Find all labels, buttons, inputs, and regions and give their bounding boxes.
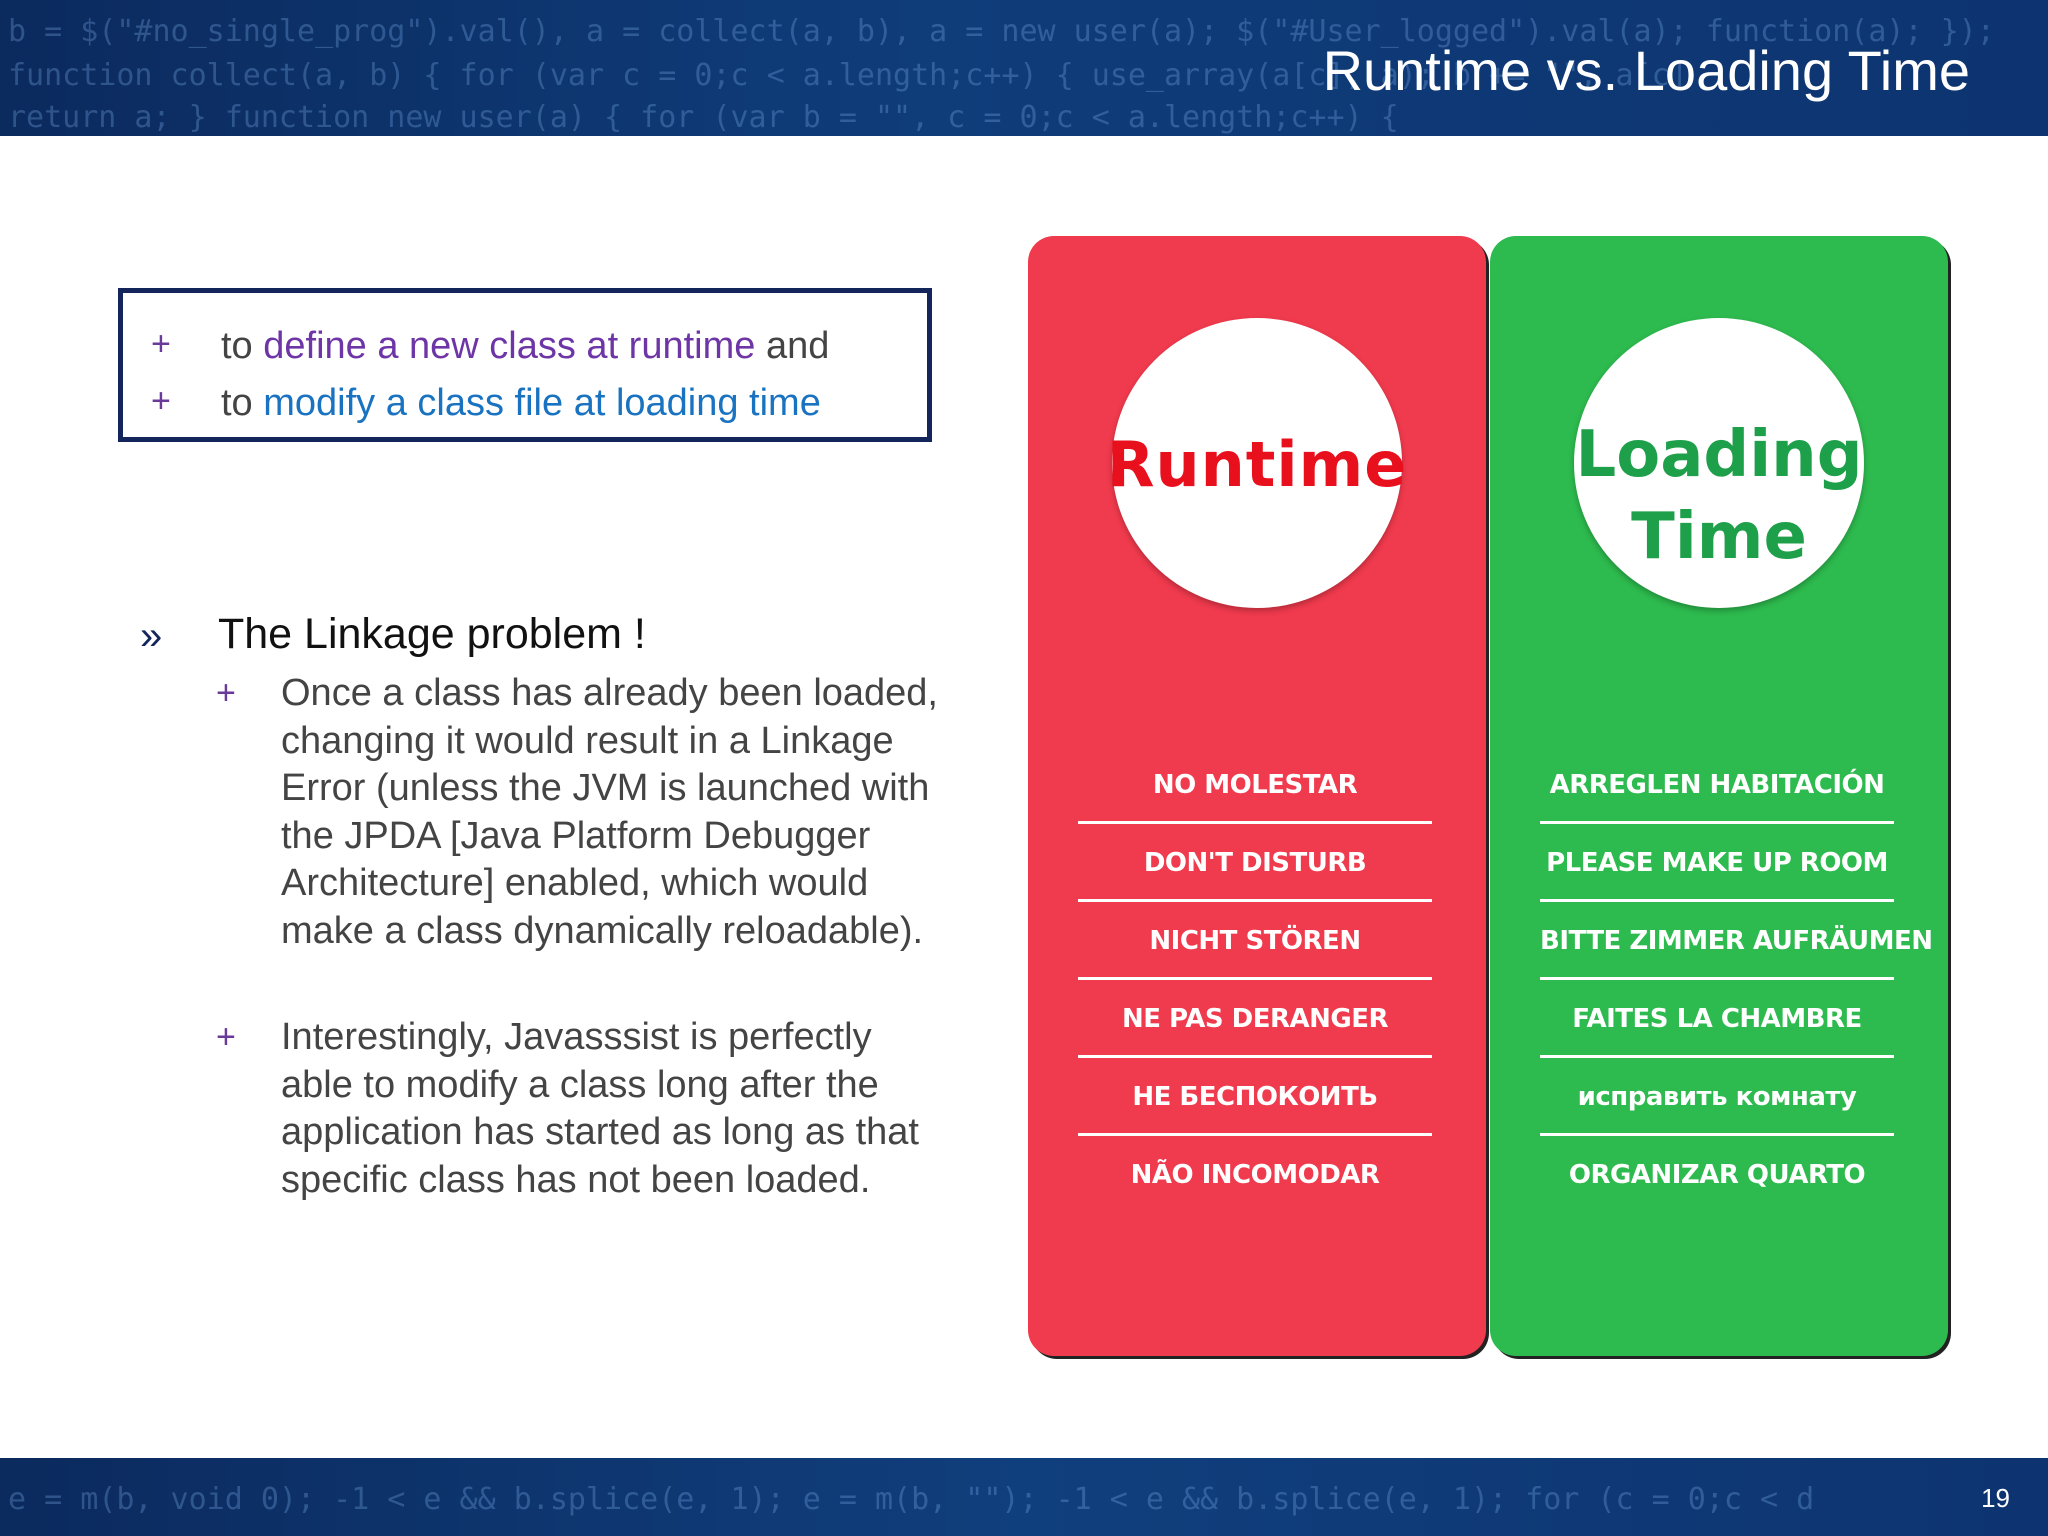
sign-text: FAITES LA CHAMBRE [1540,980,1894,1058]
slide-title: Runtime vs. Loading Time [1322,39,1970,102]
sign-text: BITTE ZIMMER AUFRÄUMEN [1540,902,1933,980]
sign-text: PLEASE MAKE UP ROOM [1540,824,1894,902]
sign-text: ORGANIZAR QUARTO [1568,1160,1866,1190]
sign-text: NICHT STÖREN [1078,902,1432,980]
sub-bullet-text: Once a class has already been loaded, ch… [281,672,938,952]
header-bar: b = $("#no_single_prog").val(), a = coll… [0,0,2048,136]
code-background: e = m(b, void 0); -1 < e && b.splice(e, … [0,1458,2048,1536]
page-number: 19 [1981,1483,2010,1513]
plus-bullet-icon: + [216,1018,236,1056]
plus-bullet-icon: + [151,382,171,420]
loading-time-line: Loading [1575,418,1863,492]
runtime-label: Runtime [1106,428,1408,501]
sub-bullet-text: Interestingly, Javasssist is perfectly a… [281,1016,919,1201]
footer-bar: e = m(b, void 0); -1 < e && b.splice(e, … [0,1458,2048,1536]
hanger-hole: Loading Time [1574,318,1864,608]
sign-text: ARREGLEN HABITACIÓN [1540,746,1894,824]
code-line: function collect(a, b) { for (var c = 0;… [8,58,1688,93]
sign-text: DON'T DISTURB [1078,824,1432,902]
green-door-hanger: Loading Time ARREGLEN HABITACIÓN PLEASE … [1490,236,1948,1356]
callout-highlight: define a new class at runtime [263,325,756,367]
sign-text: исправить комнату [1540,1058,1894,1136]
sign-text: NÃO INCOMODAR [1130,1160,1380,1190]
hanger-hole: Runtime [1107,318,1406,608]
code-line: e = m(b, void 0); -1 < e && b.splice(e, … [8,1482,1815,1517]
loading-time-label: Loading Time [1534,414,1904,578]
plus-bullet-icon: + [151,325,171,363]
main-bullet-text: The Linkage problem ! [218,610,646,658]
callout-text: and [755,325,830,367]
callout-text: to [221,325,264,367]
sign-list: NO MOLESTAR DON'T DISTURB NICHT STÖREN N… [1078,746,1432,1214]
callout-box: + to define a new class at runtime and +… [118,288,932,442]
code-line: return a; } function new user(a) { for (… [8,100,1399,135]
sign-text: NE PAS DERANGER [1078,980,1432,1058]
chevron-bullet-icon: » [140,614,163,658]
sign-text: NO MOLESTAR [1078,746,1432,824]
sign-text: НЕ БЕСПОКОИТЬ [1078,1058,1432,1136]
loading-time-line: Time [1631,500,1807,574]
code-background: b = $("#no_single_prog").val(), a = coll… [0,0,2048,136]
door-hanger-image: Runtime NO MOLESTAR DON'T DISTURB NICHT … [1028,236,1948,1356]
callout-highlight: modify a class file at loading time [263,382,821,424]
red-door-hanger: Runtime NO MOLESTAR DON'T DISTURB NICHT … [1028,236,1486,1356]
callout-text: to [221,382,264,424]
sign-list: ARREGLEN HABITACIÓN PLEASE MAKE UP ROOM … [1540,746,1933,1214]
plus-bullet-icon: + [216,674,236,712]
code-line: b = $("#no_single_prog").val(), a = coll… [8,14,1995,49]
